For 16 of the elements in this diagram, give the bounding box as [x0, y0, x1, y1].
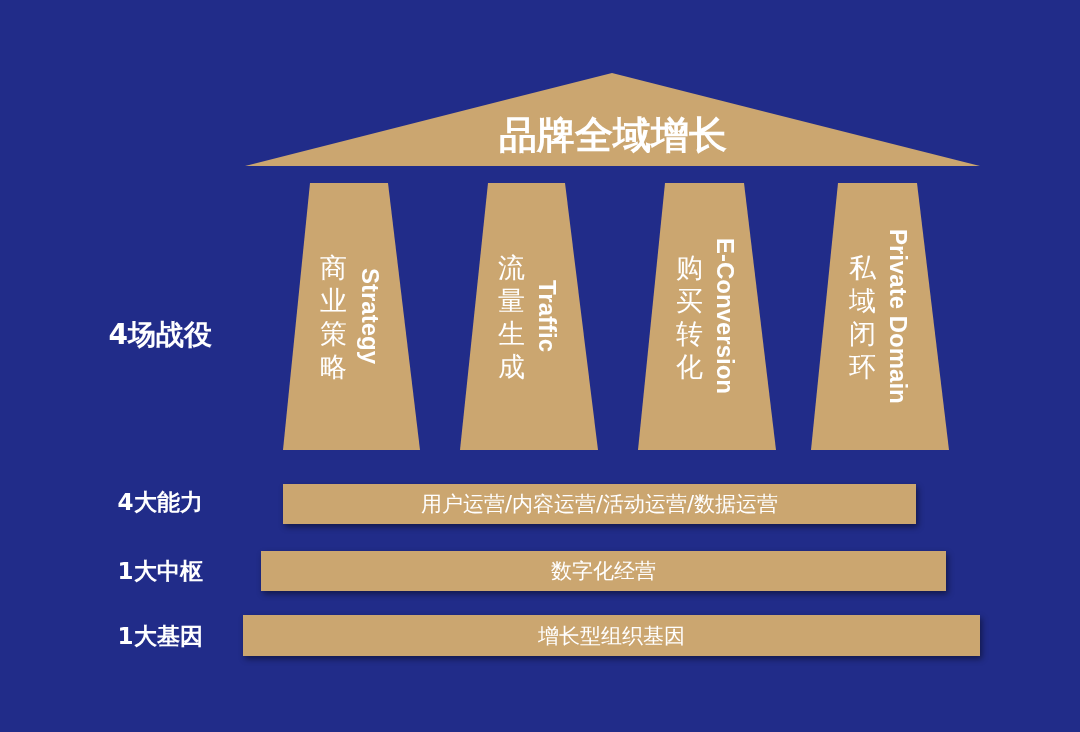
- pillar-title: 流量生成: [497, 250, 525, 383]
- pillar-subtitle: Traffic: [533, 280, 561, 353]
- pillar-subtitle: E-Conversion: [711, 238, 739, 395]
- layer-bar: 增长型组织基因: [243, 615, 980, 656]
- tier-label: 1大基因: [117, 621, 203, 651]
- roof-title: 品牌全域增长: [498, 113, 727, 157]
- pillar-title: 购买转化: [675, 250, 703, 383]
- pillar-subtitle: Strategy: [355, 268, 384, 365]
- pillar-subtitle: Private Domain: [884, 229, 912, 404]
- layer-bar: 用户运营/内容运营/活动运营/数据运营: [283, 484, 916, 524]
- pillar-title: 商业策略: [319, 250, 348, 383]
- tier-label: 1大中枢: [117, 556, 203, 586]
- layer-bar: 数字化经营: [261, 551, 946, 591]
- pillar-title: 私域闭环: [848, 250, 876, 383]
- tier-label: 4大能力: [117, 487, 203, 517]
- tier-label: 4场战役: [108, 317, 212, 353]
